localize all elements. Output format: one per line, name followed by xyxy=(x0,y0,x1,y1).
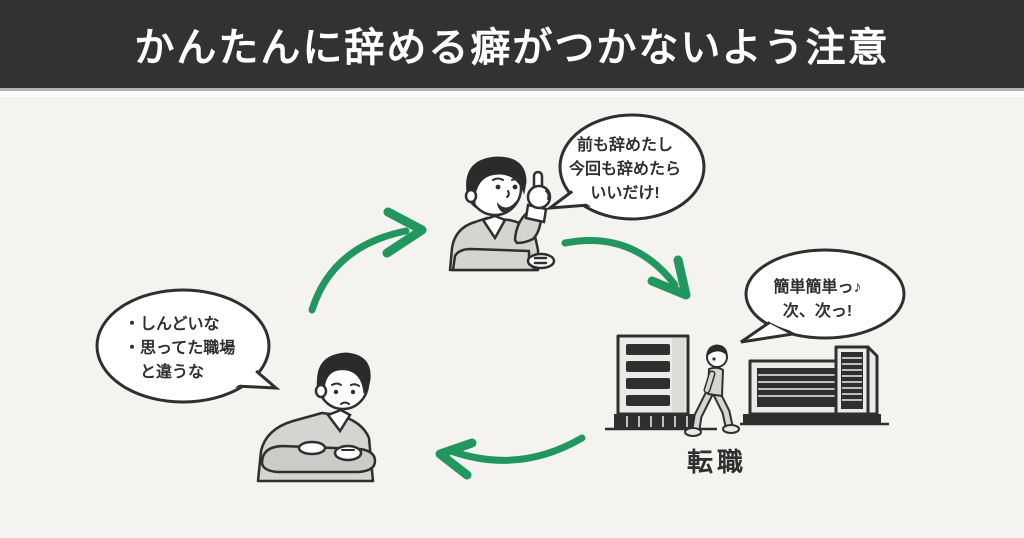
speech-bubble-right: 簡単簡単っ♪ 次、次っ! xyxy=(725,244,910,356)
tired-worker-illustration xyxy=(256,352,377,483)
speech-bubble-right-shape xyxy=(740,248,906,344)
happy-worker-illustration xyxy=(448,156,556,272)
page-title: かんたんに辞める癖がつかないよう注意 xyxy=(134,26,890,70)
speech-bubble-left: ・しんどいな ・思ってた職場 と違うな xyxy=(90,286,285,411)
cycle-arrow-up-icon xyxy=(308,207,427,314)
header-separator xyxy=(0,88,1024,91)
office-buildings-illustration xyxy=(605,334,889,437)
cycle-arrow-back-icon xyxy=(435,434,586,480)
header-separator-light xyxy=(0,91,1024,97)
job-change-label: 転職 xyxy=(686,447,747,477)
speech-bubble-left-shape xyxy=(95,288,281,404)
speech-bubble-top: 前も辞めたし 今回も辞めたら いいだけ! xyxy=(540,112,710,227)
speech-bubble-right-text: 簡単簡単っ♪ 次、次っ! xyxy=(773,279,862,320)
cycle-arrow-down-icon xyxy=(561,237,691,300)
title-bar: かんたんに辞める癖がつかないよう注意 xyxy=(0,0,1024,88)
speech-bubble-left-text: ・しんどいな ・思ってた職場 と違うな xyxy=(124,315,236,381)
speech-bubble-top-text: 前も辞めたし 今回も辞めたら いいだけ! xyxy=(568,136,681,202)
speech-bubble-top-shape xyxy=(544,113,706,221)
